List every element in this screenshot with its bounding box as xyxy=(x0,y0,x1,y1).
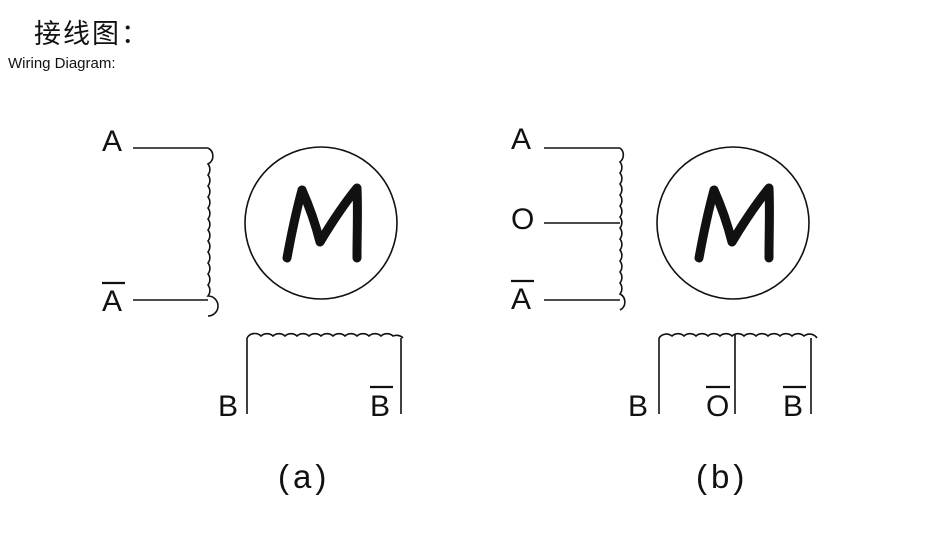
label-b-bar: B xyxy=(370,390,390,423)
motor-m-glyph-b xyxy=(694,183,774,263)
coil-b xyxy=(658,332,818,339)
label-b-left: B xyxy=(628,390,648,423)
coil-a xyxy=(206,147,219,317)
motor-circle-b xyxy=(656,146,810,300)
label-b-left: B xyxy=(218,390,238,423)
motor-m-glyph-a xyxy=(282,183,362,263)
coil-b xyxy=(246,332,404,339)
label-b-bar: B xyxy=(783,390,803,423)
motor-circle-a xyxy=(244,146,398,300)
label-a-top: A xyxy=(102,125,122,158)
label-a-bar: A xyxy=(511,283,531,316)
label-a-bar: A xyxy=(102,285,122,318)
title-english: Wiring Diagram: xyxy=(8,55,116,72)
title-chinese: 接线图： xyxy=(34,19,150,50)
diagram-a: A A B B (a) xyxy=(102,125,404,495)
diagram-b: A O A B O B (b) xyxy=(511,123,818,495)
caption-b: (b) xyxy=(696,458,748,495)
label-o-mid: O xyxy=(511,203,534,236)
coil-a xyxy=(618,147,626,311)
label-o-bar: O xyxy=(706,390,729,423)
caption-a: (a) xyxy=(278,458,330,495)
label-a-top: A xyxy=(511,123,531,156)
